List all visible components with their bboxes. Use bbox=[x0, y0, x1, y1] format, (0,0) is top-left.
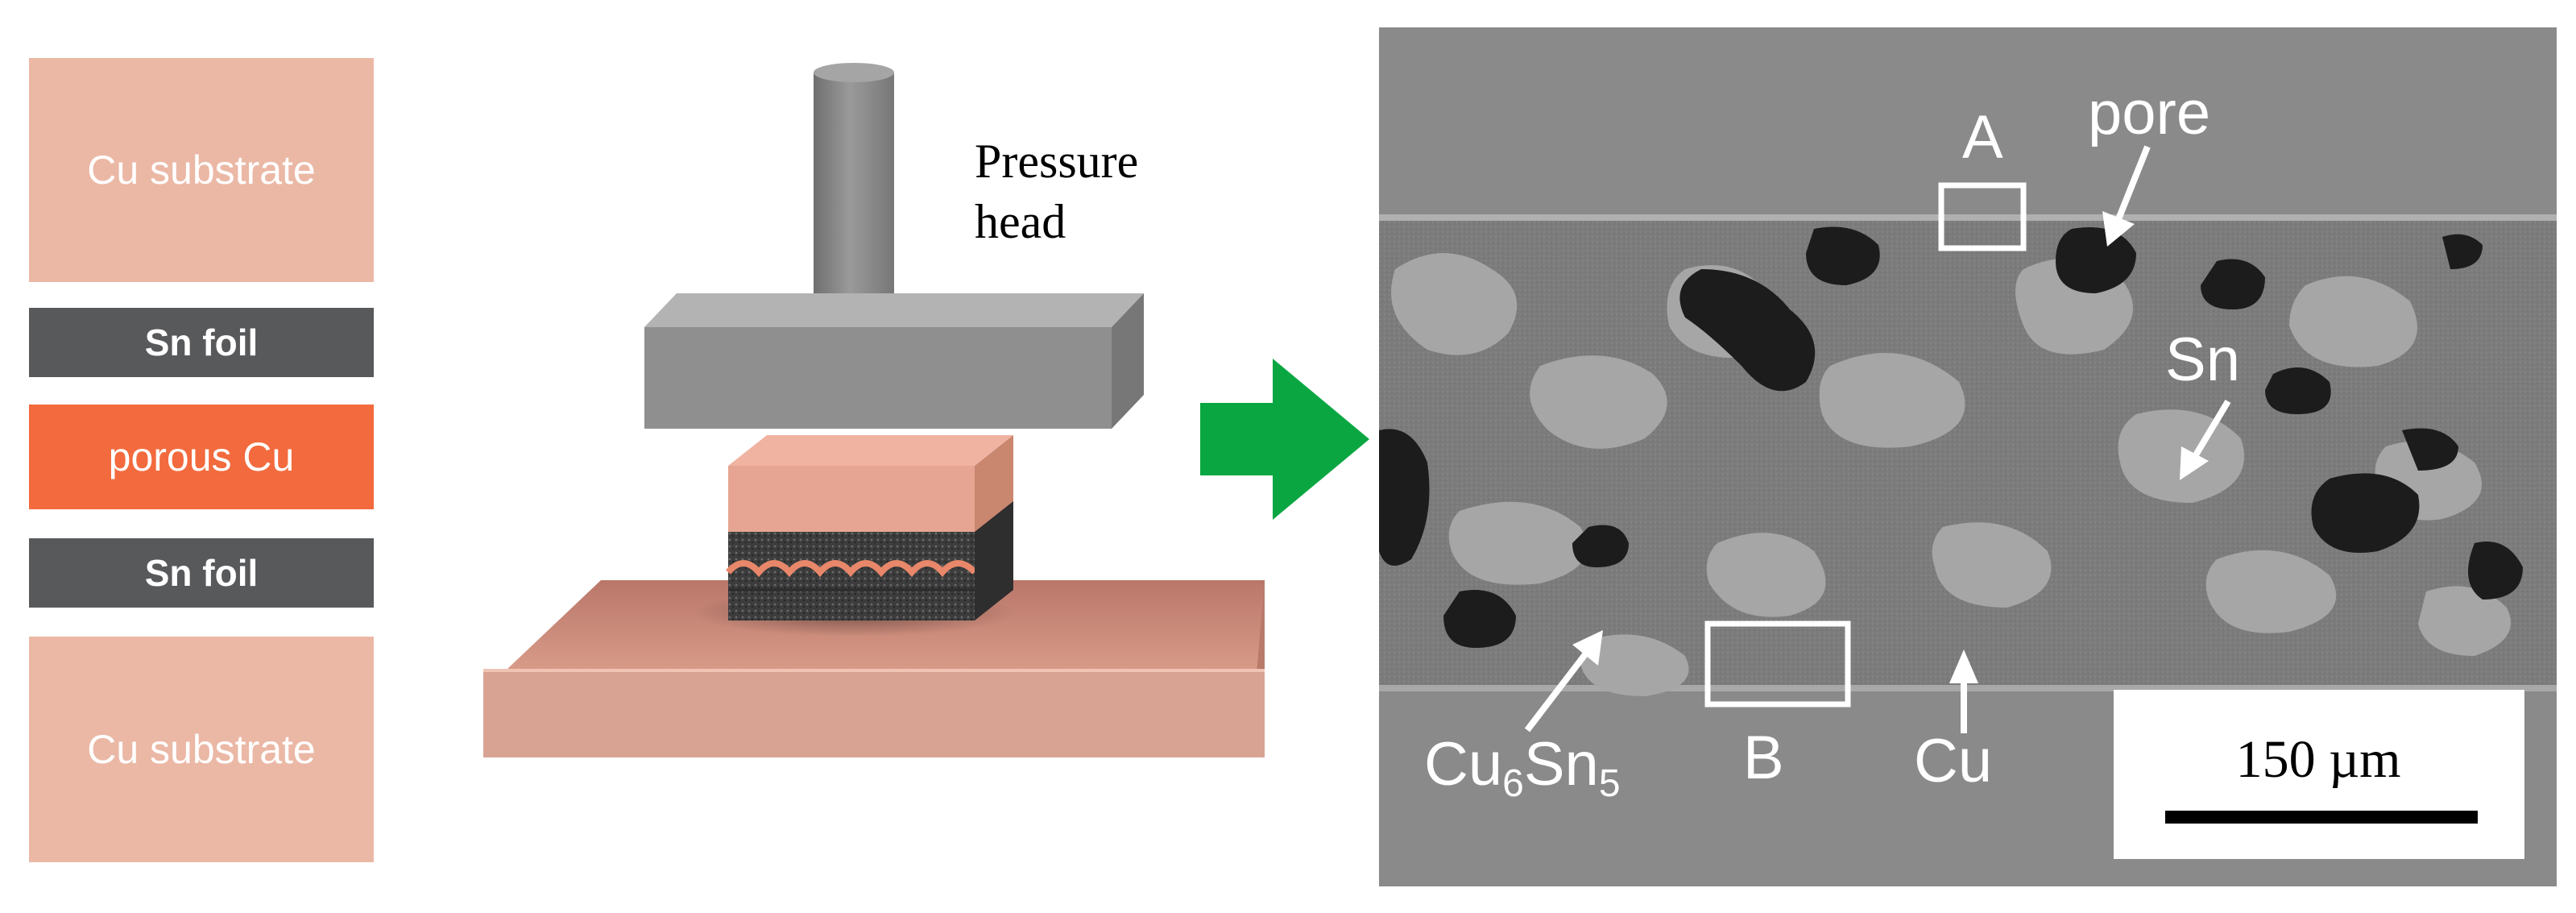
region-a-box bbox=[1938, 182, 2027, 251]
arrow-shape bbox=[1200, 359, 1369, 520]
cu6sn5-part2: Sn bbox=[1524, 730, 1599, 799]
cu6sn5-sub2: 5 bbox=[1599, 762, 1621, 805]
porous-copper-arcs bbox=[725, 560, 977, 578]
pressure-head-label-line2: head bbox=[975, 195, 1066, 248]
region-a-label: A bbox=[1962, 103, 2003, 172]
press-illustration: Pressure head bbox=[483, 63, 1265, 757]
pressure-head-label-line1: Pressure bbox=[975, 135, 1138, 188]
pressure-head bbox=[644, 63, 1144, 429]
pore-label: pore bbox=[2088, 79, 2210, 147]
pointer-arrows bbox=[1524, 145, 2231, 733]
scale-bar-background bbox=[2114, 690, 2524, 859]
cu6sn5-sub1: 6 bbox=[1502, 762, 1524, 805]
sn-phase-regions bbox=[1391, 253, 2511, 696]
pore-arrow bbox=[2115, 145, 2151, 221]
layer-label: Cu substrate bbox=[87, 727, 316, 772]
layer-label: Cu substrate bbox=[87, 147, 316, 193]
cu6sn5-arrow bbox=[1524, 652, 1588, 732]
layer-sn-foil-bottom: Sn foil bbox=[29, 538, 374, 608]
pore-regions bbox=[1379, 226, 2523, 648]
process-arrow bbox=[1200, 359, 1369, 520]
sn-label: Sn bbox=[2165, 326, 2240, 394]
layer-label: Sn foil bbox=[144, 552, 259, 594]
cu6sn5-part1: Cu bbox=[1424, 730, 1502, 799]
layer-cu-substrate-top: Cu substrate bbox=[29, 58, 374, 282]
layer-sn-foil-top: Sn foil bbox=[29, 308, 374, 377]
sample-block bbox=[725, 435, 1013, 620]
layer-cu-substrate-bottom: Cu substrate bbox=[29, 637, 374, 862]
layer-porous-cu: porous Cu bbox=[29, 405, 374, 509]
sem-micrograph: A B pore Sn Cu6Sn5 Cu 150 µm bbox=[1379, 27, 2557, 886]
scale-bar-label: 150 µm bbox=[2236, 730, 2401, 789]
layer-label: Sn foil bbox=[144, 322, 259, 363]
region-b-label: B bbox=[1743, 724, 1784, 792]
scale-bar: 150 µm bbox=[2114, 690, 2524, 859]
cu-label: Cu bbox=[1914, 727, 1992, 795]
region-b-box bbox=[1704, 620, 1851, 708]
layer-label: porous Cu bbox=[108, 434, 295, 479]
scale-bar-line bbox=[2165, 811, 2478, 824]
cu6sn5-label: Cu6Sn5 bbox=[1424, 730, 1621, 805]
sn-arrow bbox=[2191, 399, 2231, 460]
